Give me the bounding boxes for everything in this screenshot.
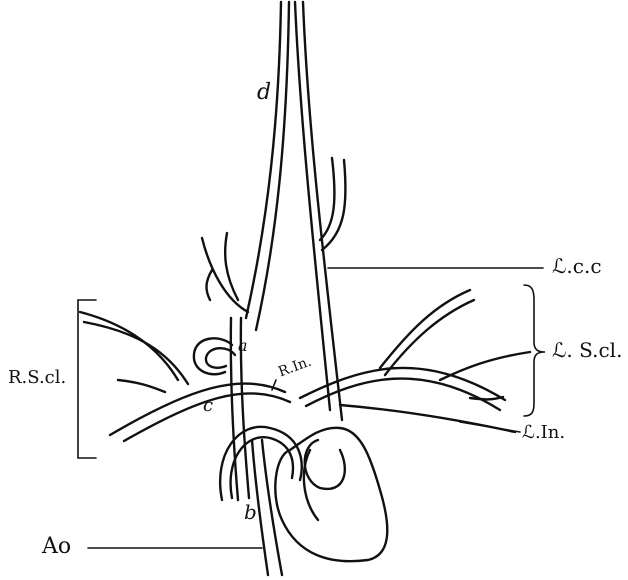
heart-atrium bbox=[305, 440, 345, 489]
label-c: c bbox=[203, 397, 213, 415]
label-d: d bbox=[257, 82, 271, 104]
vessel-right-upper-branch-2 bbox=[225, 233, 238, 300]
vessel-d-left-inner bbox=[256, 2, 289, 330]
label-b: b bbox=[244, 502, 257, 522]
label-a: a bbox=[238, 338, 248, 354]
vessel-l-subclavian-up-2 bbox=[385, 300, 474, 375]
label-ao: Ao bbox=[42, 536, 71, 558]
label-l-scl: ℒ. S.cl. bbox=[552, 340, 622, 360]
label-l-in: ℒ.In. bbox=[522, 424, 565, 442]
label-l-cc: ℒ.c.c bbox=[552, 256, 602, 276]
bracket-l-scl bbox=[524, 285, 545, 416]
vessel-l-subclavian-up bbox=[380, 290, 470, 368]
vessel-d-right-inner bbox=[295, 2, 330, 410]
vessel-lcc-branch bbox=[320, 158, 334, 240]
heart-outline bbox=[275, 428, 387, 561]
vessel-r-subclavian-upper-2 bbox=[84, 322, 188, 384]
vessel-right-upper-twig bbox=[206, 270, 212, 300]
vessel-r-subclavian-upper bbox=[80, 312, 178, 380]
vessel-r-subclavian-lower bbox=[118, 380, 165, 392]
vessel-loop-a bbox=[194, 338, 232, 374]
label-r-scl: R.S.cl. bbox=[8, 369, 66, 387]
vessel-l-innominate bbox=[340, 405, 515, 432]
leader-lin bbox=[460, 422, 520, 432]
vessel-d-left bbox=[246, 2, 281, 318]
